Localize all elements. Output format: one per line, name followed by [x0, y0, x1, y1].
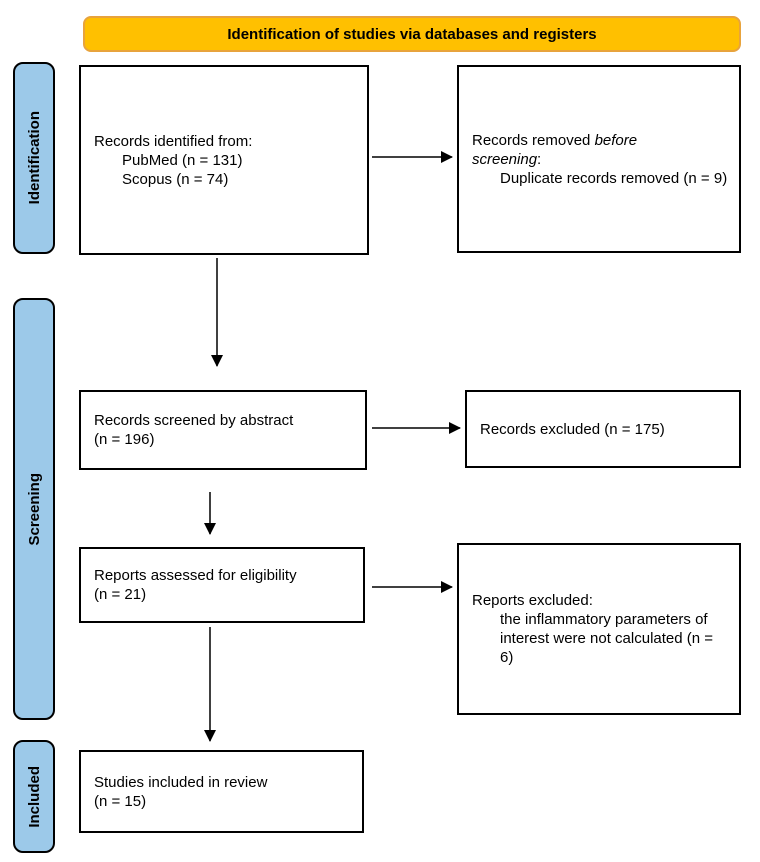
- records-removed-reason: Duplicate records removed (n = 9): [500, 169, 728, 187]
- records-identified-source-pubmed: PubMed (n = 131): [122, 151, 243, 169]
- reports-excluded-reason: the inflammatory parameters of interest …: [500, 611, 714, 666]
- box-records-identified: Records identified from: PubMed (n = 131…: [79, 65, 369, 255]
- phase-label-screening: Screening: [25, 472, 43, 546]
- phase-bar-included: Included: [13, 740, 55, 853]
- studies-included-line2: (n = 15): [94, 792, 147, 810]
- box-records-removed: Records removed before screening: Duplic…: [457, 65, 741, 253]
- records-removed-title-line1: Records removed before: [472, 131, 638, 149]
- phase-label-included: Included: [25, 765, 43, 828]
- studies-included-line1: Studies included in review: [94, 773, 268, 791]
- banner-identification-header: Identification of studies via databases …: [83, 16, 741, 52]
- banner-label: Identification of studies via databases …: [227, 25, 597, 43]
- records-screened-line2: (n = 196): [94, 431, 155, 448]
- box-reports-assessed: Reports assessed for eligibility (n = 21…: [79, 547, 365, 623]
- records-removed-title-line2: screening:: [472, 150, 542, 168]
- records-screened-line1: Records screened by abstract: [94, 412, 294, 429]
- box-reports-excluded: Reports excluded: the inflammatory param…: [457, 543, 741, 715]
- box-records-excluded: Records excluded (n = 175): [465, 390, 741, 468]
- box-studies-included: Studies included in review (n = 15): [79, 750, 364, 833]
- phase-bar-identification: Identification: [13, 62, 55, 254]
- phase-label-identification: Identification: [25, 111, 43, 205]
- box-records-screened: Records screened by abstract (n = 196): [79, 390, 367, 470]
- records-identified-source-scopus: Scopus (n = 74): [122, 170, 229, 188]
- reports-assessed-line1: Reports assessed for eligibility: [94, 567, 297, 584]
- reports-assessed-line2: (n = 21): [94, 586, 147, 603]
- reports-excluded-title: Reports excluded:: [472, 592, 593, 609]
- phase-bar-screening: Screening: [13, 298, 55, 720]
- records-excluded-text: Records excluded (n = 175): [480, 420, 665, 438]
- records-identified-title: Records identified from:: [94, 132, 253, 150]
